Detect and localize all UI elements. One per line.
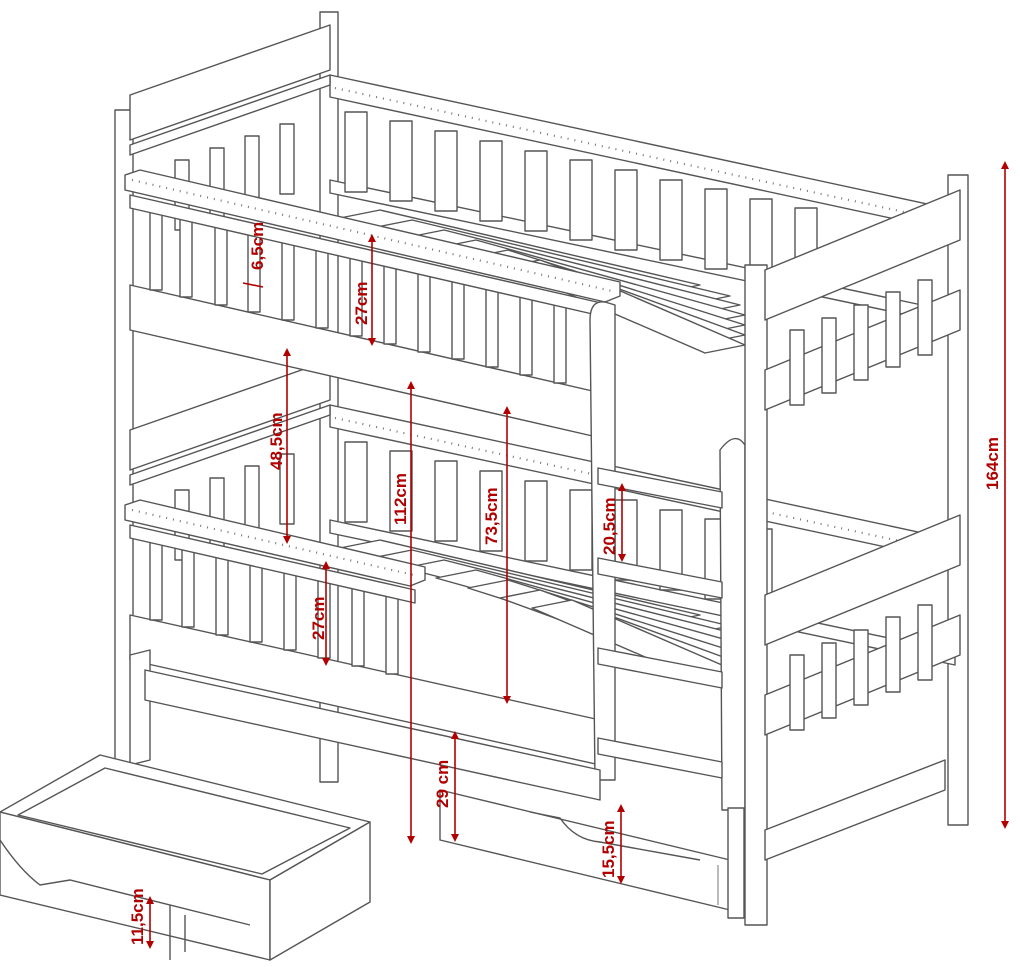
- dimension-rung-spacing: 20,5cm: [600, 483, 626, 562]
- foot-top-rail: [764, 189, 961, 321]
- dimension-lower-bed-height: 112cm: [391, 381, 415, 844]
- dimension-ladder: 73,5cm: [482, 406, 511, 704]
- rear-right-post: [947, 174, 969, 826]
- dimension-loose-drawer-height: 11,5cm: [128, 888, 154, 949]
- ladder: [589, 301, 746, 811]
- ladder-rung: [597, 467, 723, 509]
- ladder-right-rail: [719, 437, 746, 811]
- label-rung-spacing: 20,5cm: [600, 497, 619, 555]
- label-between-beds: 48,5cm: [267, 412, 286, 470]
- drawer-under-bed: [129, 649, 745, 919]
- left-head-end: [114, 24, 331, 771]
- dimension-drawer-height: 15,5cm: [599, 804, 625, 884]
- dimension-between-beds: 48,5cm: [267, 348, 291, 544]
- label-top-guard: 27cm: [352, 282, 371, 325]
- ladder-rung: [597, 737, 723, 779]
- drawer-front: [439, 789, 731, 911]
- label-ladder: 73,5cm: [482, 487, 501, 545]
- loose-drawer: [0, 754, 371, 961]
- label-lower-bed-height: 112cm: [391, 473, 410, 525]
- lower-front-side: [124, 499, 601, 766]
- front-right-post: [744, 264, 768, 926]
- dimension-total-height: 164cm: [983, 161, 1009, 829]
- label-drawer-clearance: 29 cm: [433, 760, 452, 808]
- dimension-top-guard: 27cm: [352, 234, 376, 346]
- dimension-lower-guard: 27cm: [309, 561, 330, 666]
- lower-guard-rail: [124, 499, 426, 587]
- right-foot-end: [744, 189, 961, 926]
- label-drawer-height: 15,5cm: [599, 820, 618, 878]
- label-lower-guard: 27cm: [309, 597, 328, 640]
- ladder-rung: [597, 557, 723, 599]
- label-top-rail-gap: 6,5cm: [248, 222, 267, 270]
- dimension-top-rail-gap: 6,5cm: [242, 222, 267, 288]
- label-total-height: 164cm: [983, 437, 1002, 490]
- dimension-drawer-clearance: 29 cm: [433, 731, 459, 842]
- label-loose-drawer-height: 11,5cm: [128, 888, 147, 945]
- rear-upper-slats: [344, 111, 818, 289]
- ladder-rung: [597, 647, 723, 689]
